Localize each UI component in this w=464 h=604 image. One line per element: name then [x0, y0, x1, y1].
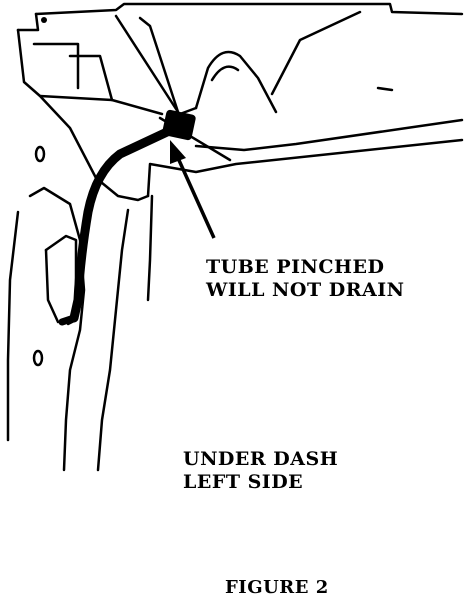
hole-lower-left	[32, 349, 44, 367]
bracket-upper-ridge	[114, 14, 180, 114]
dash-bracket-outline	[34, 2, 464, 16]
figure-caption: FIGURE 2	[225, 577, 329, 598]
callout-arrow-shaft	[176, 157, 216, 239]
dash-bracket-edge	[16, 12, 40, 32]
bolt-dot	[41, 17, 47, 23]
bracket-left-wall	[16, 28, 150, 202]
location-label: UNDER DASH LEFT SIDE	[183, 448, 338, 494]
hole-upper-left	[34, 145, 46, 163]
callout-label: TUBE PINCHED WILL NOT DRAIN	[206, 256, 405, 302]
bracket-lower-ledge	[146, 138, 464, 198]
mounting-tab-inner	[210, 65, 240, 82]
pillar-right-edge	[96, 208, 130, 472]
right-slot	[376, 86, 394, 92]
pillar-inner	[28, 186, 86, 472]
pillar-outline	[6, 210, 20, 442]
callout-line-2: WILL NOT DRAIN	[206, 278, 405, 301]
callout-line-1: TUBE PINCHED	[206, 256, 385, 278]
bracket-inner-flange	[38, 94, 164, 116]
bracket-mid-line	[194, 118, 464, 152]
location-line-1: UNDER DASH	[183, 448, 339, 470]
callout-arrow-head	[170, 140, 186, 164]
pillar-right-inner	[146, 194, 154, 302]
location-line-2: LEFT SIDE	[183, 470, 304, 493]
drain-tube-tail	[58, 314, 78, 326]
bracket-diagonal	[138, 16, 180, 114]
drain-tube	[69, 119, 189, 323]
pillar-rib-2	[44, 248, 60, 324]
bracket-right-diagonal	[270, 10, 362, 96]
mounting-tab	[194, 50, 278, 114]
pinched-tube-end	[162, 109, 196, 141]
bracket-step	[68, 54, 114, 102]
bracket-step-2	[32, 42, 80, 90]
